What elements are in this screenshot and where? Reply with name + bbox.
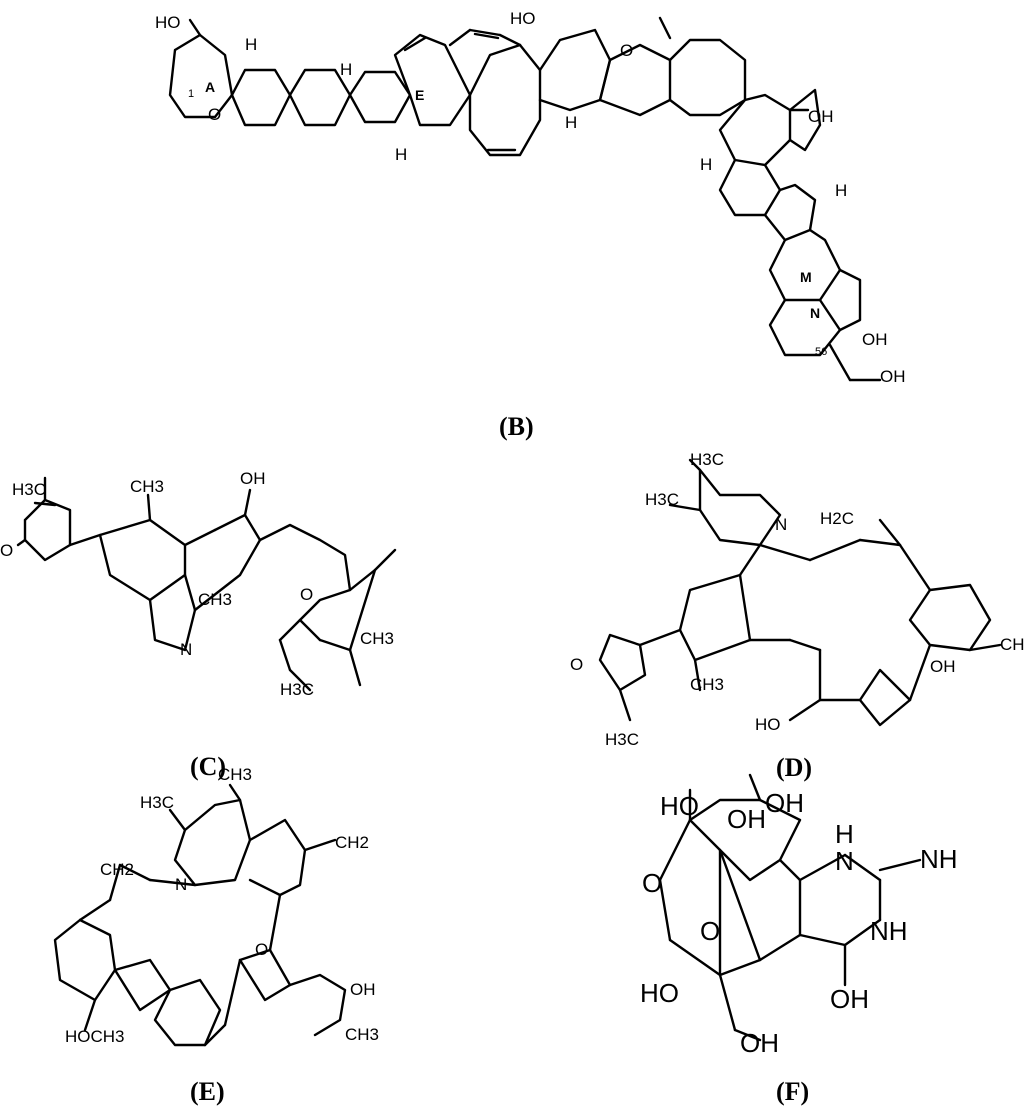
h-label-b1: H [245, 35, 257, 54]
ch3-label-c3: CH3 [360, 629, 394, 648]
ring-label-e: E [415, 87, 424, 103]
ring-label-a: A [205, 79, 215, 95]
h-label-f1: H [835, 819, 854, 849]
ho-label-d1: HO [755, 715, 781, 734]
h-label-b3: H [395, 145, 407, 164]
oh-label-f4: OH [740, 1028, 779, 1058]
h-label-b6: H [835, 181, 847, 200]
structure-b: HO A 1 O E HO O OH M N OH 56 OH H H H H … [155, 9, 906, 441]
h3c-label-c2: H3C [280, 680, 314, 699]
h3c-label-d1: H3C [690, 450, 724, 469]
ring-label-n: N [810, 305, 820, 321]
ch3-label-d1: CH3 [690, 675, 724, 694]
ch3-label-c1: CH3 [130, 477, 164, 496]
oh-label-b2: OH [862, 330, 888, 349]
h3c-label-d2: H3C [645, 490, 679, 509]
o-label-e1: O [255, 940, 268, 959]
caption-e: (E) [190, 1077, 225, 1106]
nh-label-f1: NH [920, 844, 958, 874]
ch2-label-e2: CH2 [335, 833, 369, 852]
ho-label-f2: HO [640, 978, 679, 1008]
atom-number-1: 1 [188, 88, 194, 100]
h3c-label-c1: H3C [12, 480, 46, 499]
structure-f: HO OH OH H N NH NH O O HO OH OH (F) [640, 773, 958, 1106]
n-label-d1: N [775, 515, 787, 534]
h3c-label-e1: H3C [140, 793, 174, 812]
h-label-b4: H [565, 113, 577, 132]
oh-label-b3: OH [880, 367, 906, 386]
ch3-label-e1: CH3 [218, 765, 252, 784]
oh-label-f3: OH [830, 984, 869, 1014]
n-label-c1: N [180, 640, 192, 659]
structure-d: H3C H3C N H2C O CH3 CH3 OH HO H3C (D) [570, 450, 1024, 782]
oh-label-f2: OH [765, 788, 804, 818]
caption-d: (D) [776, 753, 812, 782]
h-label-b5: H [700, 155, 712, 174]
caption-c: (C) [190, 752, 226, 781]
o-label-f2: O [700, 916, 720, 946]
o-label-c1: O [0, 541, 13, 560]
oh-label-c1: OH [240, 469, 266, 488]
h-label-b2: H [340, 60, 352, 79]
nh-label-f2: NH [870, 916, 908, 946]
o-label-b2: O [620, 41, 633, 60]
oh-label-e1: OH [350, 980, 376, 999]
oh-label-b1: OH [808, 107, 834, 126]
ho-label-b2: HO [510, 9, 536, 28]
structure-c: H3C O CH3 OH O N CH3 CH3 H3C (C) [0, 469, 397, 781]
ch3-label-e2: CH3 [345, 1025, 379, 1044]
caption-f: (F) [776, 1077, 809, 1106]
ch3-label-c2: CH3 [198, 590, 232, 609]
n-label-e1: N [175, 875, 187, 894]
caption-b: (B) [499, 412, 534, 441]
ho-label-b1: HO [155, 13, 181, 32]
hoch3-label-e1: HOCH3 [65, 1027, 125, 1046]
o-label-f1: O [642, 868, 662, 898]
o-label-d1: O [570, 655, 583, 674]
atom-number-56: 56 [815, 346, 827, 358]
h3c-label-d3: H3C [605, 730, 639, 749]
o-label-b1: O [208, 105, 221, 124]
ring-label-m: M [800, 269, 812, 285]
o-label-c2: O [300, 585, 313, 604]
ch2-label-e1: CH2 [100, 860, 134, 879]
oh-label-f1: OH [727, 804, 766, 834]
ho-label-f1: HO [660, 791, 699, 821]
oh-label-d1: OH [930, 657, 956, 676]
structure-e: H3C CH3 CH2 CH2 N O OH CH3 HOCH3 (E) [53, 765, 379, 1106]
ch3-label-d2: CH3 [1000, 635, 1024, 654]
n-label-f1: N [835, 846, 854, 876]
h2c-label-d1: H2C [820, 509, 854, 528]
